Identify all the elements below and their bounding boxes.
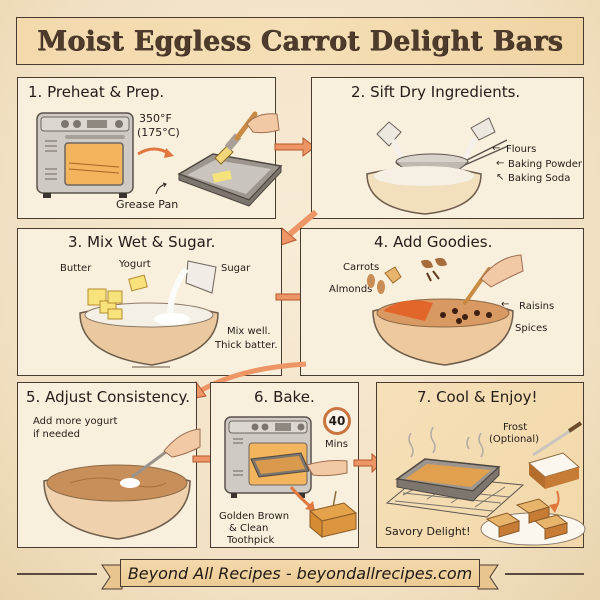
step-3-panel: 3. Mix Wet & Sugar. Butter Yogurt Sugar …: [17, 228, 282, 376]
step-4-title: 4. Add Goodies.: [374, 233, 493, 251]
title-banner: Moist Eggless Carrot Delight Bars: [16, 17, 584, 65]
arrow-icon: ←: [501, 299, 510, 310]
ingredient-baking-soda: Baking Soda: [508, 173, 571, 184]
step-7-title: 7. Cool & Enjoy!: [417, 388, 538, 406]
ingredient-spices: Spices: [515, 323, 548, 334]
flow-arrow-icon: [274, 137, 316, 157]
ingredient-almonds: Almonds: [329, 284, 373, 295]
goodies-bowl-icon: [367, 254, 524, 366]
pastry-brush-icon: [214, 111, 280, 165]
ingredient-carrots: Carrots: [343, 262, 380, 273]
step-2-title: 2. Sift Dry Ingredients.: [351, 83, 521, 101]
doneness-note-line2: & Clean: [229, 523, 269, 534]
doneness-note-line3: Toothpick: [227, 535, 275, 546]
footer-ribbon: Beyond All Recipes - beyondallrecipes.co…: [120, 559, 480, 587]
step-3-title: 3. Mix Wet & Sugar.: [68, 233, 216, 251]
add-yogurt-note-line1: Add more yogurt: [33, 416, 118, 427]
footer-divider-right: [505, 573, 584, 575]
step-6-title: 6. Bake.: [254, 388, 315, 406]
arrow-icon: ↖: [496, 172, 505, 183]
grease-pan-label: Grease Pan: [116, 198, 179, 211]
curved-arrow-icon: [289, 486, 315, 511]
arrow-icon: ←: [496, 158, 505, 169]
temperature-fahrenheit: 350°F: [139, 112, 172, 125]
timer-icon: 40: [323, 407, 351, 435]
mixing-bowl-icon: [79, 260, 219, 368]
step-6-panel: 6. Bake. 40 Mins Golden Brown & Clean To…: [210, 382, 359, 548]
ingredient-yogurt: Yogurt: [119, 259, 151, 270]
flow-arrow-icon: [277, 209, 318, 247]
cooling-rack-and-pan-icon: [385, 421, 586, 546]
frost-note-line1: Frost: [503, 422, 528, 433]
frost-note-line2: (Optional): [489, 434, 540, 445]
mix-well-note: Mix well.: [227, 326, 271, 337]
curved-arrow-icon: [137, 147, 174, 158]
footer-link[interactable]: Beyond All Recipes - beyondallrecipes.co…: [127, 563, 473, 583]
page-title: Moist Eggless Carrot Delight Bars: [37, 25, 563, 57]
oven-icon: [36, 112, 134, 198]
baking-pan-icon: [177, 153, 283, 207]
step-5-title: 5. Adjust Consistency.: [26, 388, 191, 406]
step-1-panel: 1. Preheat & Prep. 350°F (175°C) Grease …: [17, 77, 283, 219]
arrow-icon: ←: [492, 143, 501, 154]
thick-batter-note: Thick batter.: [215, 340, 278, 351]
step-2-panel: 2. Sift Dry Ingredients. ← Flours ← Baki…: [311, 77, 584, 219]
timer-value: 40: [328, 414, 346, 428]
pointer-arrow-icon: [155, 182, 167, 195]
cake-slice-icon: [308, 490, 358, 539]
step-1-title: 1. Preheat & Prep.: [28, 83, 165, 101]
savory-delight-note: Savory Delight!: [385, 525, 471, 538]
batter-bowl-icon: [43, 428, 201, 540]
timer-unit: Mins: [325, 439, 348, 450]
add-yogurt-note-line2: if needed: [33, 429, 80, 440]
temperature-celsius: (175°C): [137, 126, 180, 139]
ingredient-raisins: Raisins: [519, 301, 555, 312]
ingredient-butter: Butter: [60, 263, 92, 274]
oven-icon: [224, 416, 348, 498]
doneness-note-line1: Golden Brown: [219, 511, 290, 522]
footer-divider-left: [17, 573, 97, 575]
step-4-panel: 4. Add Goodies. Carrots Almonds ← Raisin…: [300, 228, 584, 376]
step-7-panel: 7. Cool & Enjoy! Frost (Optional) Savory…: [376, 382, 586, 548]
step-5-panel: 5. Adjust Consistency. Add more yogurt i…: [17, 382, 201, 548]
sieve-and-bowl-icon: [366, 117, 509, 215]
ingredient-sugar: Sugar: [221, 263, 251, 274]
ingredient-flours: Flours: [506, 144, 537, 155]
ingredient-baking-powder: Baking Powder: [508, 159, 583, 170]
